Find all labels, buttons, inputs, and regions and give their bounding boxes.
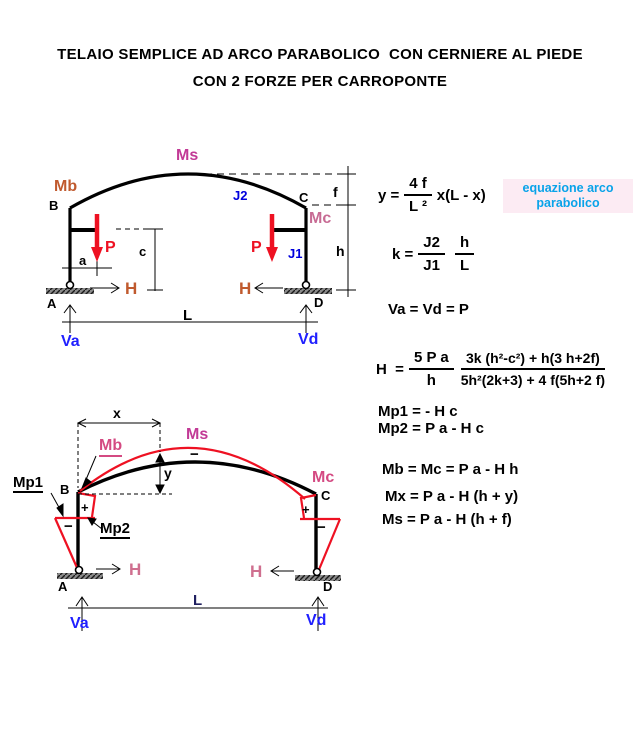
upper-node-a: A [47, 296, 57, 311]
upper-dim-f: f [333, 184, 338, 200]
page-title-line1: TELAIO SEMPLICE AD ARCO PARABOLICO CON C… [57, 46, 583, 63]
lower-label-mp2: Mp2 [100, 520, 130, 539]
upper-dim-c: c [139, 244, 147, 259]
upper-dim-a: a [79, 253, 87, 268]
upper-force-p-left: P [105, 239, 116, 256]
lower-node-c: C [321, 488, 331, 503]
lower-label-ms: Ms [186, 426, 209, 443]
eq-parabola-lhs: y = [378, 186, 400, 204]
eq-k-lhs: k = [392, 245, 414, 263]
lower-node-a: A [58, 579, 68, 594]
eq-h-den1: h [426, 372, 436, 389]
lower-dim-y: y [164, 465, 172, 481]
upper-reaction-h-left: H [125, 279, 138, 298]
upper-node-b: B [49, 198, 59, 213]
page-title-line2: CON 2 FORZE PER CARROPONTE [192, 73, 448, 90]
eq-note-parabolic-arc: equazione arco parabolico [503, 179, 633, 213]
eq-h-lhs: H = [376, 360, 404, 378]
eq-k-den1: J1 [423, 257, 440, 274]
eq-k: k = J2 J1 h L [392, 234, 479, 274]
eq-mp2-text: Mp2 = P a - H c [378, 420, 485, 437]
lower-label-mc: Mc [312, 469, 335, 486]
lower-reaction-h-right: H [250, 562, 263, 581]
eq-h: H = 5 P a h 3k (h²-c²) + h(3 h+2f) 5h²(2… [376, 349, 607, 389]
upper-label-mb: Mb [54, 178, 78, 195]
upper-reaction-h-right: H [239, 279, 252, 298]
lower-node-b: B [60, 482, 70, 497]
eq-mb: Mb = Mc = P a - H h [382, 461, 518, 478]
lower-dim-x: x [113, 405, 121, 421]
upper-reaction-va: Va [61, 333, 80, 350]
eq-parabola-fraction: 4 f L ² [404, 175, 432, 215]
eq-k-fraction2: h L [454, 234, 475, 274]
lower-dimension-lines [50, 418, 328, 631]
upper-dim-h: h [336, 243, 345, 259]
eq-note-line2: parabolico [536, 196, 600, 210]
lower-reaction-va: Va [70, 615, 89, 632]
upper-label-mc: Mc [309, 210, 332, 227]
eq-parabola-num: 4 f [404, 175, 432, 196]
upper-load-arrows [91, 214, 278, 262]
upper-frame [68, 172, 308, 289]
eq-ms-text: Ms = P a - H (h + f) [382, 511, 512, 528]
eq-k-num2: h [454, 234, 475, 255]
eq-mp1-text: Mp1 = - H c [378, 403, 458, 420]
upper-dim-l: L [183, 307, 193, 324]
lower-supports [57, 565, 341, 581]
lower-reaction-h-left: H [129, 560, 142, 579]
lower-label-mb: Mb [99, 438, 123, 457]
lower-sign-left-plus: + [81, 500, 89, 515]
upper-node-d: D [314, 295, 324, 310]
eq-k-num1: J2 [418, 234, 445, 255]
eq-parabola: y = 4 f L ² x(L - x) [378, 175, 486, 215]
eq-ms: Ms = P a - H (h + f) [382, 511, 512, 528]
eq-k-den2: L [459, 257, 470, 274]
eq-parabola-rhs: x(L - x) [436, 186, 486, 204]
lower-frame [76, 460, 318, 573]
lower-sign-right-minus: − [317, 519, 326, 536]
lower-sign-left-minus: − [64, 518, 73, 535]
lower-label-mp1: Mp1 [13, 474, 43, 493]
upper-force-p-right: P [251, 239, 262, 256]
lower-reaction-vd: Vd [306, 612, 327, 629]
upper-label-j2: J2 [233, 188, 248, 203]
upper-node-c: C [299, 190, 309, 205]
eq-mp1: Mp1 = - H c [378, 403, 458, 420]
eq-reactions: Va = Vd = P [388, 301, 469, 318]
eq-mb-text: Mb = Mc = P a - H h [382, 461, 519, 478]
eq-h-num1: 5 P a [408, 349, 454, 370]
upper-reaction-vd: Vd [298, 331, 319, 348]
eq-note-line1: equazione arco [522, 181, 614, 195]
eq-mp2: Mp2 = P a - H c [378, 420, 484, 437]
eq-h-fraction2: 3k (h²-c²) + h(3 h+2f) 5h²(2k+3) + 4 f(5… [461, 350, 605, 388]
upper-supports [46, 280, 332, 294]
eq-mx-text: Mx = P a - H (h + y) [385, 488, 519, 505]
lower-sign-right-plus: + [302, 502, 310, 517]
eq-parabola-den: L ² [409, 198, 428, 215]
eq-mx: Mx = P a - H (h + y) [385, 488, 518, 505]
eq-h-num2: 3k (h²-c²) + h(3 h+2f) [460, 350, 605, 370]
lower-dim-l: L [193, 592, 203, 609]
eq-h-fraction1: 5 P a h [408, 349, 454, 389]
lower-sign-crown-minus: − [190, 446, 199, 463]
eq-h-den2: 5h²(2k+3) + 4 f(5h+2 f) [460, 372, 606, 388]
lower-node-d: D [323, 579, 333, 594]
upper-label-ms: Ms [176, 147, 199, 164]
eq-k-fraction1: J2 J1 [418, 234, 445, 274]
lower-moment-diagram [53, 446, 342, 573]
upper-label-j1: J1 [288, 246, 303, 261]
upper-dimension-lines [62, 166, 356, 333]
eq-reactions-text: Va = Vd = P [388, 301, 469, 318]
